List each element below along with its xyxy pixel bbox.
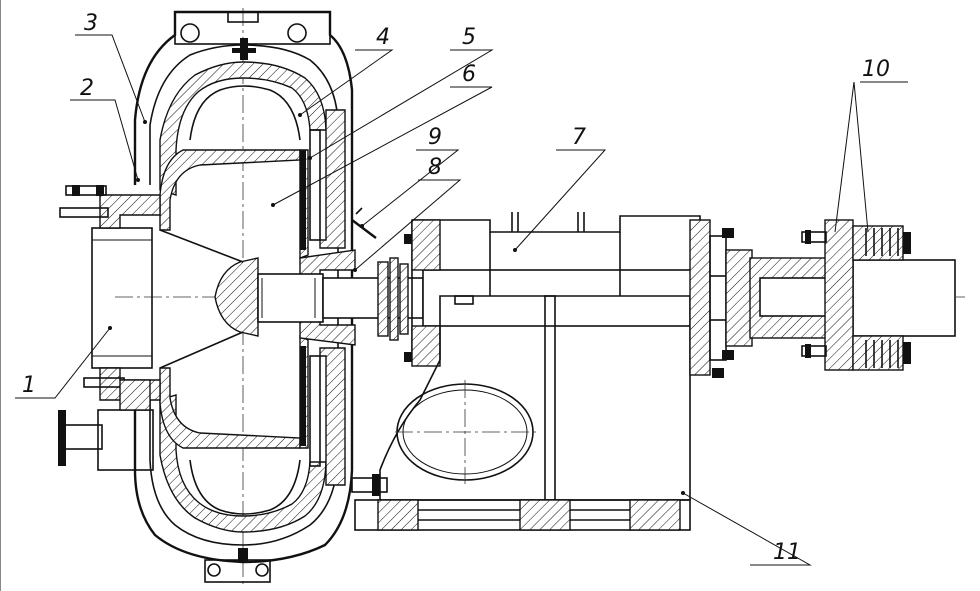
leader-6	[272, 86, 493, 206]
grease-fitting	[351, 219, 377, 239]
leader-11	[682, 492, 812, 566]
packing-rings	[377, 234, 412, 362]
label-1: 1	[22, 373, 36, 398]
leader-1	[15, 327, 111, 399]
label-3: 3	[84, 11, 98, 36]
leader-8	[354, 179, 462, 271]
main-shaft	[422, 269, 704, 327]
leader-9	[361, 149, 460, 227]
leader-lines	[15, 34, 908, 566]
top-bolt-hole-right	[287, 23, 307, 43]
inlet-pipe	[91, 227, 153, 369]
side-drain-pipe	[63, 424, 103, 450]
label-11: 11	[773, 540, 801, 565]
label-6: 6	[462, 62, 476, 87]
part-labels: 1 2 3 4 5 6 7 8 9 10 11	[22, 11, 890, 565]
leader-4	[299, 49, 394, 116]
bottom-drain-flange	[204, 559, 271, 583]
leader-7	[514, 149, 607, 251]
label-9: 9	[428, 125, 442, 150]
label-4: 4	[376, 25, 390, 50]
label-2: 2	[80, 76, 94, 101]
end-bearing-cover	[689, 219, 753, 378]
bearing-frame	[351, 212, 701, 531]
seal-ring-upper	[300, 150, 306, 250]
label-10: 10	[862, 57, 890, 82]
leader-3	[75, 34, 146, 123]
shaft-end	[852, 259, 956, 337]
leader-dots	[108, 113, 685, 495]
top-bolt-hole-left	[180, 23, 200, 43]
coupling	[749, 219, 911, 371]
leader-2	[70, 99, 139, 181]
leader-5	[309, 49, 494, 159]
label-8: 8	[428, 155, 442, 180]
suction-inlet	[58, 185, 161, 471]
frame-rib	[544, 295, 556, 505]
label-5: 5	[462, 25, 476, 50]
seal-ring-lower	[300, 346, 306, 446]
shaft-sleeve	[257, 273, 324, 323]
label-7: 7	[572, 125, 586, 150]
